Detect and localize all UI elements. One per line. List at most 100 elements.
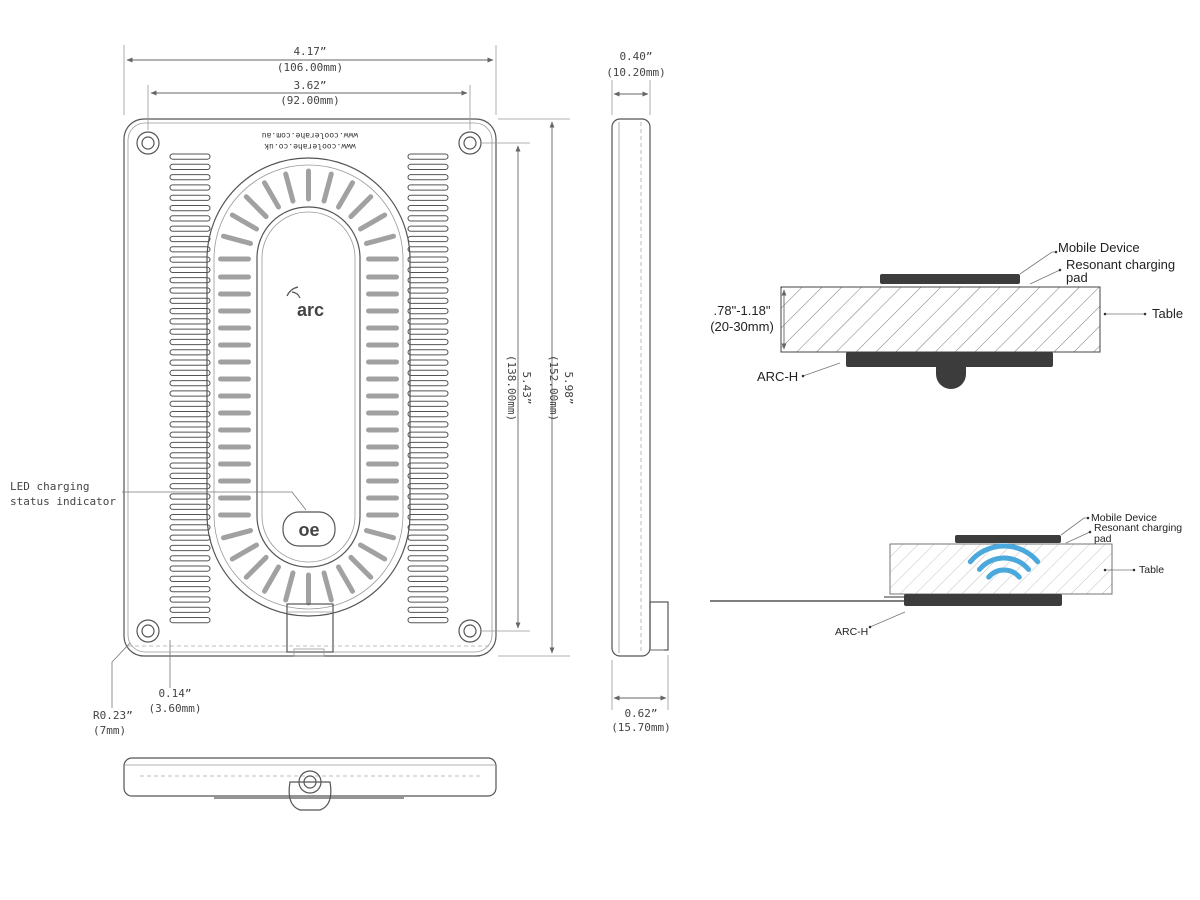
vent-slot [169,565,211,572]
vent-slot [407,328,449,335]
mobile-device-label-bottom: Mobile Device [1091,512,1157,524]
coil-tick [220,233,254,246]
vent-slot [407,266,449,273]
vent-slot [169,256,211,263]
hole-spacing-width-mm: (92.00mm) [280,94,340,107]
vent-slot [169,514,211,521]
front-inner-outline [127,122,493,653]
vent-slot [169,575,211,582]
corner-radius-inch: R0.23” [93,709,133,722]
vent-slot [407,153,449,160]
vent-slot [407,349,449,356]
vent-slot [169,400,211,407]
vent-slot [407,606,449,613]
vent-slot [407,235,449,243]
vent-slot [169,328,211,335]
wave-arc [976,555,1032,572]
vent-slot [407,586,449,593]
coil-tick [348,194,374,220]
table-section-top [780,286,1101,353]
install-diagram-top: .78"-1.18" (20-30mm) Mobile Device Reson… [710,240,1183,389]
mobile-device-label-top: Mobile Device [1058,240,1140,255]
vent-slot [407,400,449,407]
mobile-device-top [880,274,1020,284]
charging-pad-top [846,352,1053,367]
mounting-hole-bottom-right [458,619,482,643]
coil-tick [321,171,334,204]
vent-slot [169,493,211,500]
vent-slot [407,617,449,624]
arc-h-label-top: ARC-H [757,369,798,384]
thickness-with-cable-inch: 0.62” [624,707,657,720]
vent-slot [407,462,449,469]
vent-slot [407,514,449,521]
pad-label-top-line-2: pad [1066,270,1088,285]
vent-slot [407,163,449,171]
coil-tick [321,570,334,603]
url-text: www.coolerahe.co.uk www.coolerahe.com.au [262,131,359,151]
vent-slot [169,349,211,356]
vent-slot [407,225,449,232]
vent-slot [407,297,449,304]
vent-slot [169,308,211,315]
wave-arc [986,567,1022,580]
vent-slot [169,163,211,171]
vent-slot [407,215,449,222]
vent-slot [169,194,211,201]
url-line-1: www.coolerahe.co.uk [264,142,356,151]
vent-slot [407,205,449,212]
coil-tick [262,180,281,210]
hole-diameter-mm: (3.60mm) [149,702,202,715]
vent-slot [169,586,211,593]
vent-slot [407,544,449,552]
coil-tick [357,212,388,232]
side-view: 0.40” (10.20mm) 0.62” (15.70mm) [606,50,671,734]
vent-slot [407,277,449,284]
pad-label-bottom-line-2: pad [1094,533,1112,545]
vent-slot [169,503,211,510]
vent-slot [169,462,211,469]
vent-slot [169,266,211,273]
mounting-hole-top-right [458,131,482,155]
vent-slot [407,483,449,490]
coil-tick [229,212,260,232]
bottom-view [123,757,497,811]
vent-slot [169,524,211,531]
coil-tick [363,528,397,541]
vent-slot [169,359,211,366]
install-thickness-mm: (20-30mm) [710,319,774,334]
vent-slot [169,338,211,346]
vent-slot [169,606,211,613]
vent-slot [169,380,211,387]
vent-slot [169,235,211,243]
wave-arc [967,543,1041,565]
vent-slot [407,318,449,325]
charging-coil-area [206,157,411,617]
url-line-2: www.coolerahe.com.au [262,131,359,140]
vent-slot [169,555,211,562]
vent-slot [169,287,211,294]
vent-slot [169,246,211,253]
coil-tick [348,554,374,580]
vent-slot [169,153,211,160]
vent-slot [407,575,449,582]
vent-slot [169,411,211,418]
vent-slot [407,441,449,449]
vent-slot [407,287,449,294]
overall-height-inch: 5.98” [562,371,575,404]
coil-tick [243,554,269,580]
vent-slot [169,215,211,222]
thickness-with-cable-mm: (15.70mm) [611,721,671,734]
vent-slot [169,277,211,284]
vent-slot [407,524,449,531]
overall-width-inch: 4.17” [293,45,326,58]
led-label-line-1: LED charging [10,480,89,493]
table-label-top: Table [1152,306,1183,321]
coil-tick [283,171,296,204]
vent-slot [169,421,211,428]
coil-tick [357,542,388,562]
vent-slot [169,544,211,552]
hole-spacing-width-inch: 3.62” [293,79,326,92]
charging-wave-icon [967,543,1041,580]
